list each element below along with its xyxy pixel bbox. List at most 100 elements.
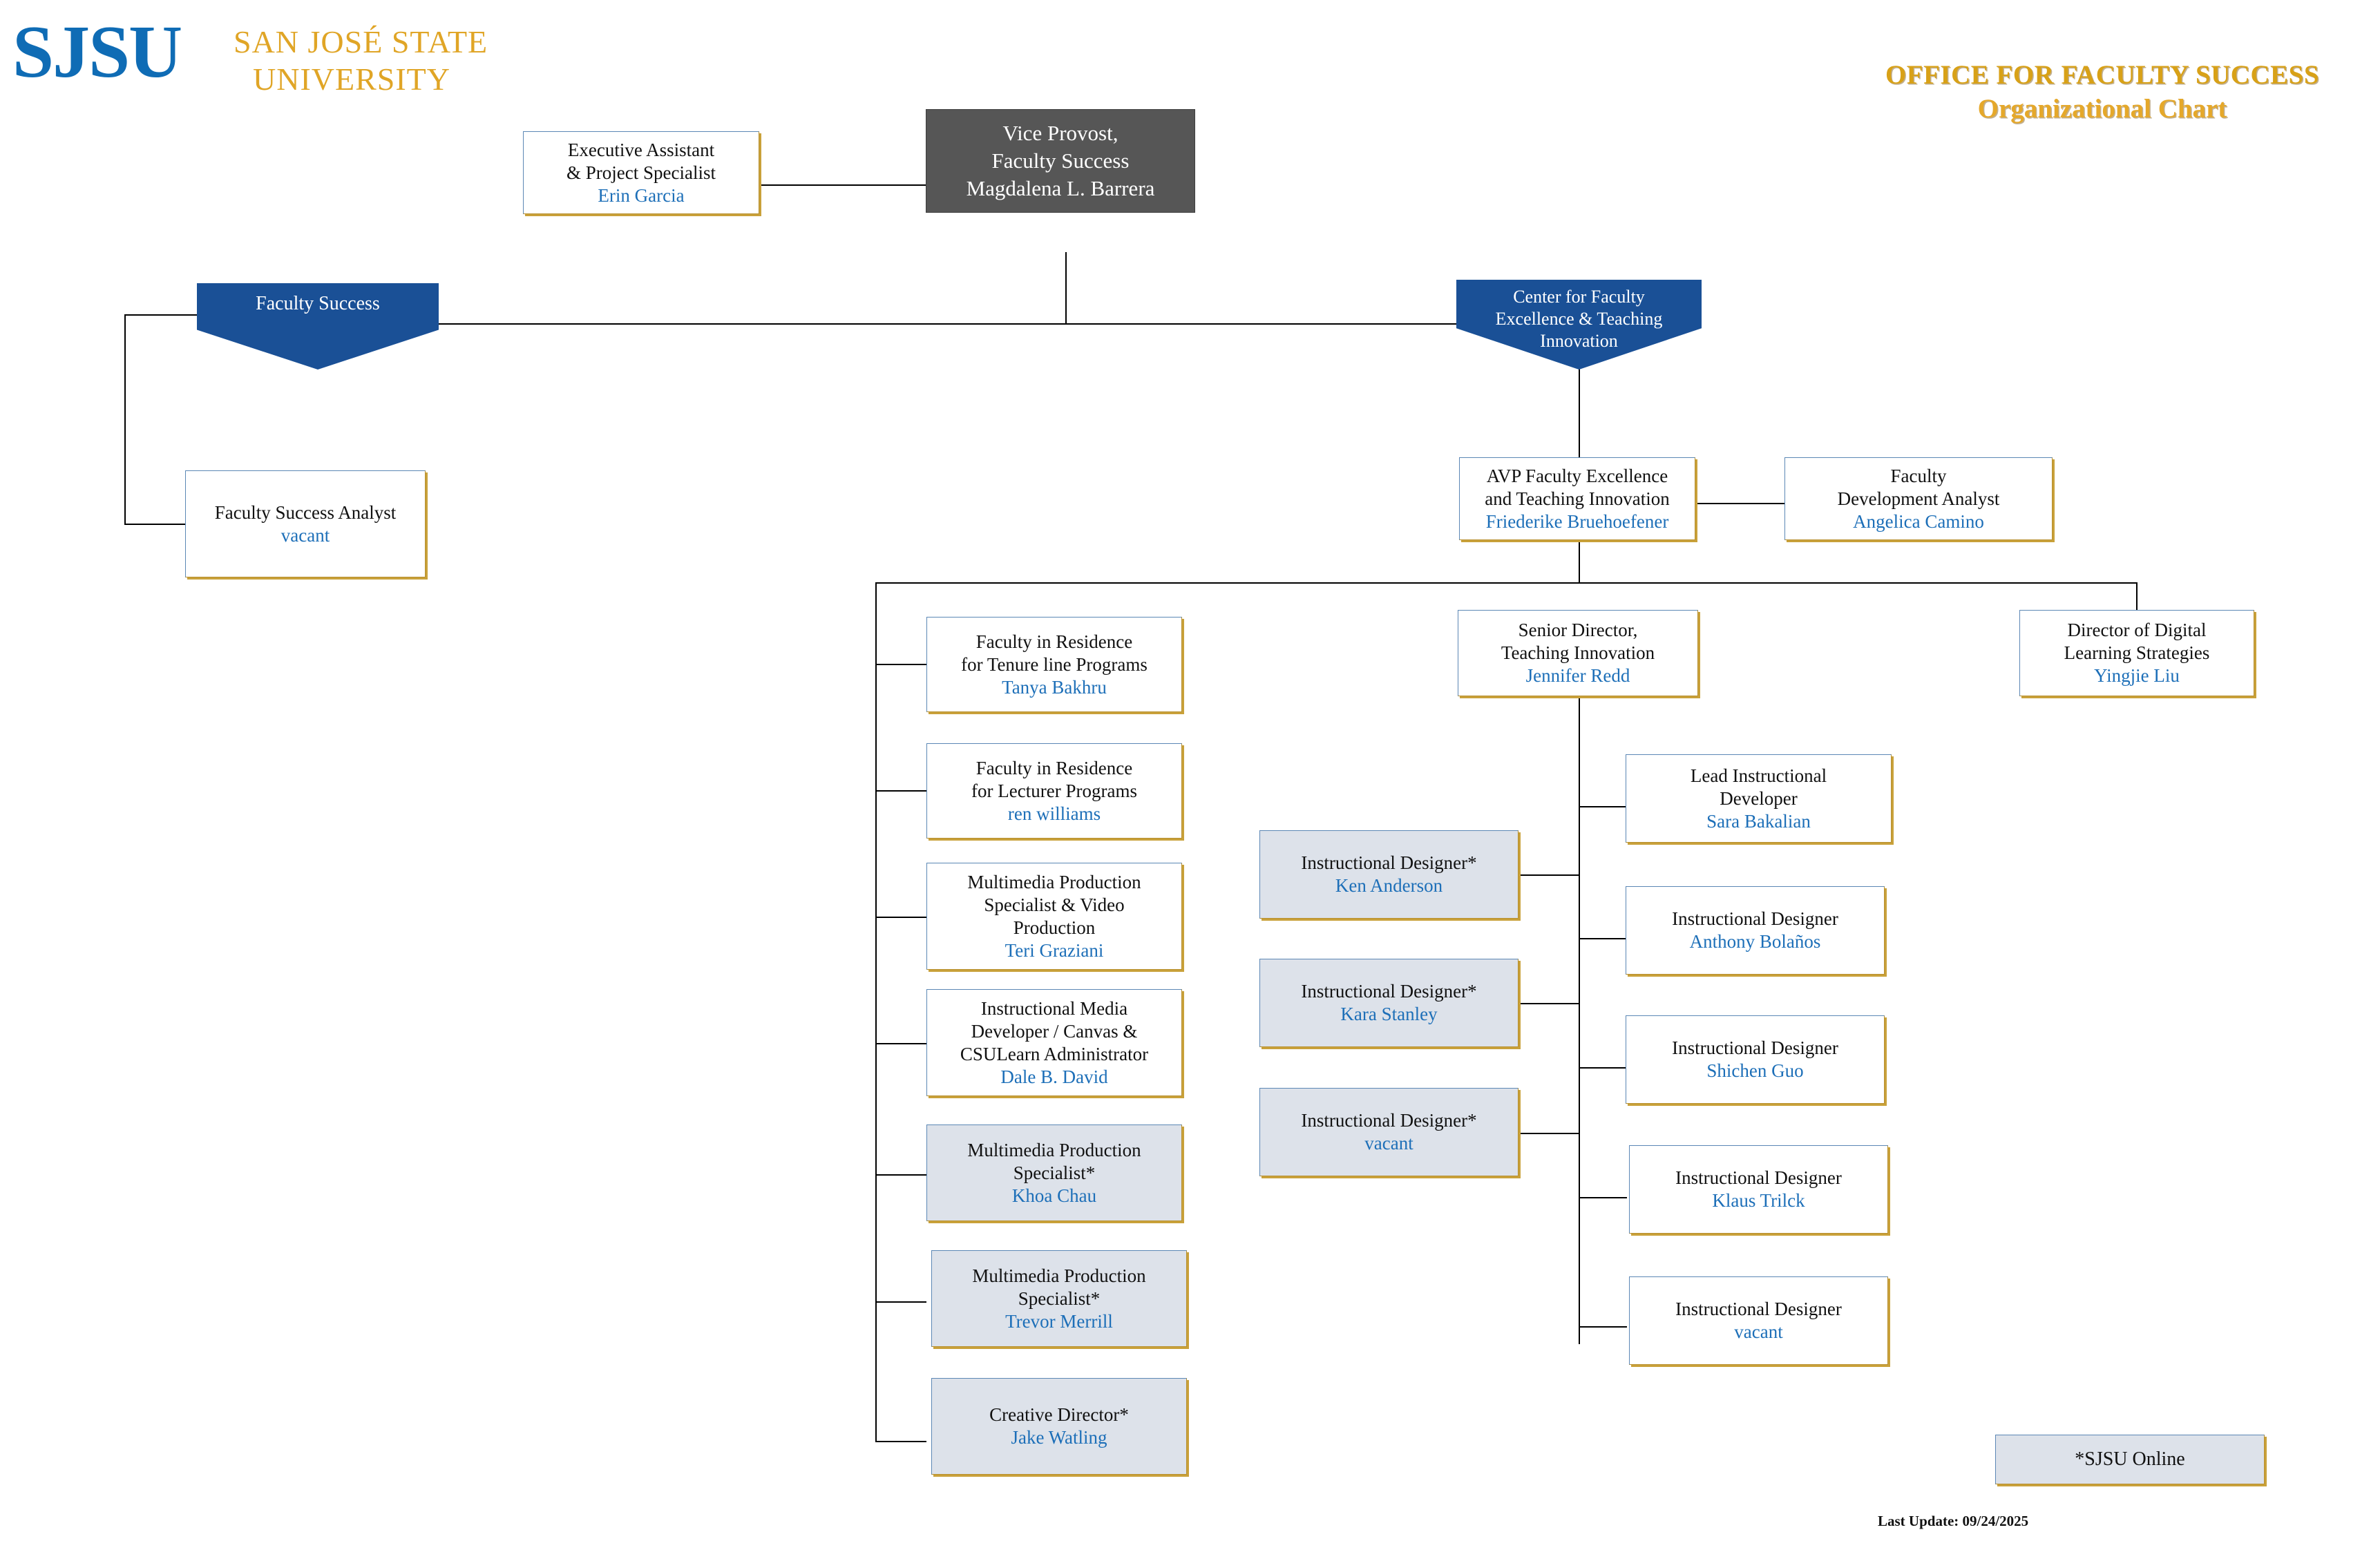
node-mid-3-title-0: Instructional Designer* xyxy=(1301,1110,1477,1131)
connector-stub-right-3 xyxy=(1579,1067,1627,1069)
exec-assistant-name: Erin Garcia xyxy=(598,184,685,206)
sjsu-logo-mark: SJSU xyxy=(12,11,182,93)
connector-avp-to-fda xyxy=(1695,503,1784,504)
banner-center-faculty-excellence[interactable]: Center for Faculty Excellence & Teaching… xyxy=(1456,280,1702,370)
node-left-4-title-0: Instructional Media xyxy=(980,997,1128,1019)
node-left-6[interactable]: Multimedia Production Specialist* Trevor… xyxy=(931,1250,1187,1347)
avp-name: Friederike Bruehoefener xyxy=(1485,510,1669,532)
node-left-1[interactable]: Faculty in Residence for Tenure line Pro… xyxy=(926,617,1182,712)
node-mid-2[interactable]: Instructional Designer* Kara Stanley xyxy=(1259,959,1519,1047)
digital-dir-title-line2: Learning Strategies xyxy=(2064,642,2210,663)
connector-stub-left-1 xyxy=(875,664,926,665)
node-left-4-name: Dale B. David xyxy=(1000,1066,1108,1087)
node-left-3-name: Teri Graziani xyxy=(1005,939,1104,961)
node-mid-3[interactable]: Instructional Designer* vacant xyxy=(1259,1088,1519,1176)
connector-stub-left-6 xyxy=(875,1301,926,1303)
node-mid-1-name: Ken Anderson xyxy=(1335,875,1443,896)
banner-faculty-success[interactable]: Faculty Success xyxy=(197,283,439,370)
node-left-2-title-0: Faculty in Residence xyxy=(975,757,1133,778)
avp-title-line1: AVP Faculty Excellence xyxy=(1486,465,1668,486)
avp-title-line2: and Teaching Innovation xyxy=(1485,488,1670,509)
exec-assistant-title-line2: & Project Specialist xyxy=(567,162,716,183)
node-left-5[interactable]: Multimedia Production Specialist* Khoa C… xyxy=(926,1124,1182,1221)
connector-stub-left-3 xyxy=(875,917,926,918)
node-left-1-name: Tanya Bakhru xyxy=(1002,676,1107,698)
exec-assistant-title-line1: Executive Assistant xyxy=(567,139,715,160)
vice-provost-title-line1: Vice Provost, xyxy=(1002,121,1118,145)
connector-stub-right-5 xyxy=(1579,1326,1627,1328)
node-left-7[interactable]: Creative Director* Jake Watling xyxy=(931,1378,1187,1475)
node-mid-1-title-0: Instructional Designer* xyxy=(1301,852,1477,873)
banner-cfe-line2: Excellence & Teaching xyxy=(1495,309,1663,329)
node-left-4-title-2: CSULearn Administrator xyxy=(960,1043,1149,1064)
node-left-4[interactable]: Instructional Media Developer / Canvas &… xyxy=(926,989,1182,1096)
node-left-4-title-1: Developer / Canvas & xyxy=(971,1020,1138,1042)
fda-title-line2: Development Analyst xyxy=(1837,488,2000,509)
page-title-line2: Organizational Chart xyxy=(1977,94,2227,124)
connector-stub-mid-3 xyxy=(1515,1133,1580,1134)
node-mid-2-title-0: Instructional Designer* xyxy=(1301,981,1477,1002)
node-left-7-title-0: Creative Director* xyxy=(989,1404,1129,1425)
connector-seniordir-down xyxy=(1579,696,1580,736)
connector-stub-left-7 xyxy=(875,1441,926,1442)
vice-provost-name: Magdalena L. Barrera xyxy=(966,176,1155,200)
node-avp-faculty-excellence[interactable]: AVP Faculty Excellence and Teaching Inno… xyxy=(1459,457,1695,540)
node-left-6-name: Trevor Merrill xyxy=(1005,1310,1113,1332)
connector-cfe-to-avp xyxy=(1579,363,1580,459)
connector-second-bus xyxy=(875,582,2138,584)
node-faculty-success-analyst[interactable]: Faculty Success Analyst vacant xyxy=(185,470,426,577)
node-executive-assistant[interactable]: Executive Assistant & Project Specialist… xyxy=(523,131,759,214)
connector-stub-left-4 xyxy=(875,1043,926,1044)
banner-cfe-text: Center for Faculty Excellence & Teaching… xyxy=(1496,280,1663,352)
fda-title-line1: Faculty xyxy=(1890,465,1947,486)
node-director-digital-learning[interactable]: Director of Digital Learning Strategies … xyxy=(2019,610,2254,696)
node-right-2-name: Anthony Bolaños xyxy=(1689,931,1821,952)
banner-faculty-success-label: Faculty Success xyxy=(256,293,380,314)
connector-bus-to-digital-dir xyxy=(2136,582,2138,610)
node-right-2-title-0: Instructional Designer xyxy=(1672,908,1838,929)
faculty-success-analyst-name: vacant xyxy=(280,524,330,546)
connector-to-faculty-success-analyst xyxy=(124,524,187,525)
node-right-1[interactable]: Lead Instructional Developer Sara Bakali… xyxy=(1626,754,1892,843)
node-mid-2-name: Kara Stanley xyxy=(1340,1004,1438,1024)
node-right-1-name: Sara Bakalian xyxy=(1706,810,1811,832)
faculty-success-analyst-title: Faculty Success Analyst xyxy=(214,501,397,523)
node-left-3[interactable]: Multimedia Production Specialist & Video… xyxy=(926,863,1182,970)
node-right-5-name: vacant xyxy=(1734,1321,1783,1342)
node-left-3-title-0: Multimedia Production xyxy=(967,871,1141,892)
digital-dir-name: Yingjie Liu xyxy=(2094,665,2180,686)
node-left-1-title-1: for Tenure line Programs xyxy=(961,653,1148,675)
node-right-3[interactable]: Instructional Designer Shichen Guo xyxy=(1626,1015,1885,1104)
node-right-2[interactable]: Instructional Designer Anthony Bolaños xyxy=(1626,886,1885,975)
node-vice-provost[interactable]: Vice Provost, Faculty Success Magdalena … xyxy=(926,109,1195,213)
vice-provost-title-line2: Faculty Success xyxy=(991,149,1130,173)
node-right-4-name: Klaus Trilck xyxy=(1712,1190,1805,1211)
node-right-5[interactable]: Instructional Designer vacant xyxy=(1629,1276,1888,1365)
node-left-2-name: ren williams xyxy=(1007,803,1101,824)
sjsu-wordmark-line2: UNIVERSITY xyxy=(253,61,450,97)
node-left-2[interactable]: Faculty in Residence for Lecturer Progra… xyxy=(926,743,1182,839)
connector-stub-right-4 xyxy=(1579,1197,1627,1198)
banner-cfe-line1: Center for Faculty xyxy=(1513,287,1645,307)
connector-stub-mid-1 xyxy=(1515,874,1580,876)
node-right-3-title-0: Instructional Designer xyxy=(1672,1037,1838,1058)
last-update-text: Last Update: 09/24/2025 xyxy=(1878,1513,2029,1529)
node-right-4[interactable]: Instructional Designer Klaus Trilck xyxy=(1629,1145,1888,1234)
node-left-3-title-1: Specialist & Video xyxy=(984,894,1125,915)
node-mid-1[interactable]: Instructional Designer* Ken Anderson xyxy=(1259,830,1519,919)
senior-director-title-line2: Teaching Innovation xyxy=(1501,642,1655,663)
node-left-5-name: Khoa Chau xyxy=(1011,1185,1097,1206)
connector-stub-left-2 xyxy=(875,790,926,792)
node-right-1-title-0: Lead Instructional xyxy=(1690,765,1827,786)
connector-stub-right-2 xyxy=(1579,938,1627,939)
legend-sjsu-online: *SJSU Online xyxy=(1995,1435,2265,1484)
senior-director-title-line1: Senior Director, xyxy=(1518,620,1638,640)
page-title: OFFICE FOR FACULTY SUCCESS Organizationa… xyxy=(1840,59,2365,124)
legend-label: *SJSU Online xyxy=(2075,1448,2185,1470)
node-right-4-title-0: Instructional Designer xyxy=(1675,1167,1842,1188)
node-senior-director[interactable]: Senior Director, Teaching Innovation Jen… xyxy=(1458,610,1698,696)
node-left-5-title-1: Specialist* xyxy=(1013,1162,1096,1183)
node-faculty-development-analyst[interactable]: Faculty Development Analyst Angelica Cam… xyxy=(1784,457,2053,540)
connector-bus-to-left-vertical xyxy=(124,314,200,316)
